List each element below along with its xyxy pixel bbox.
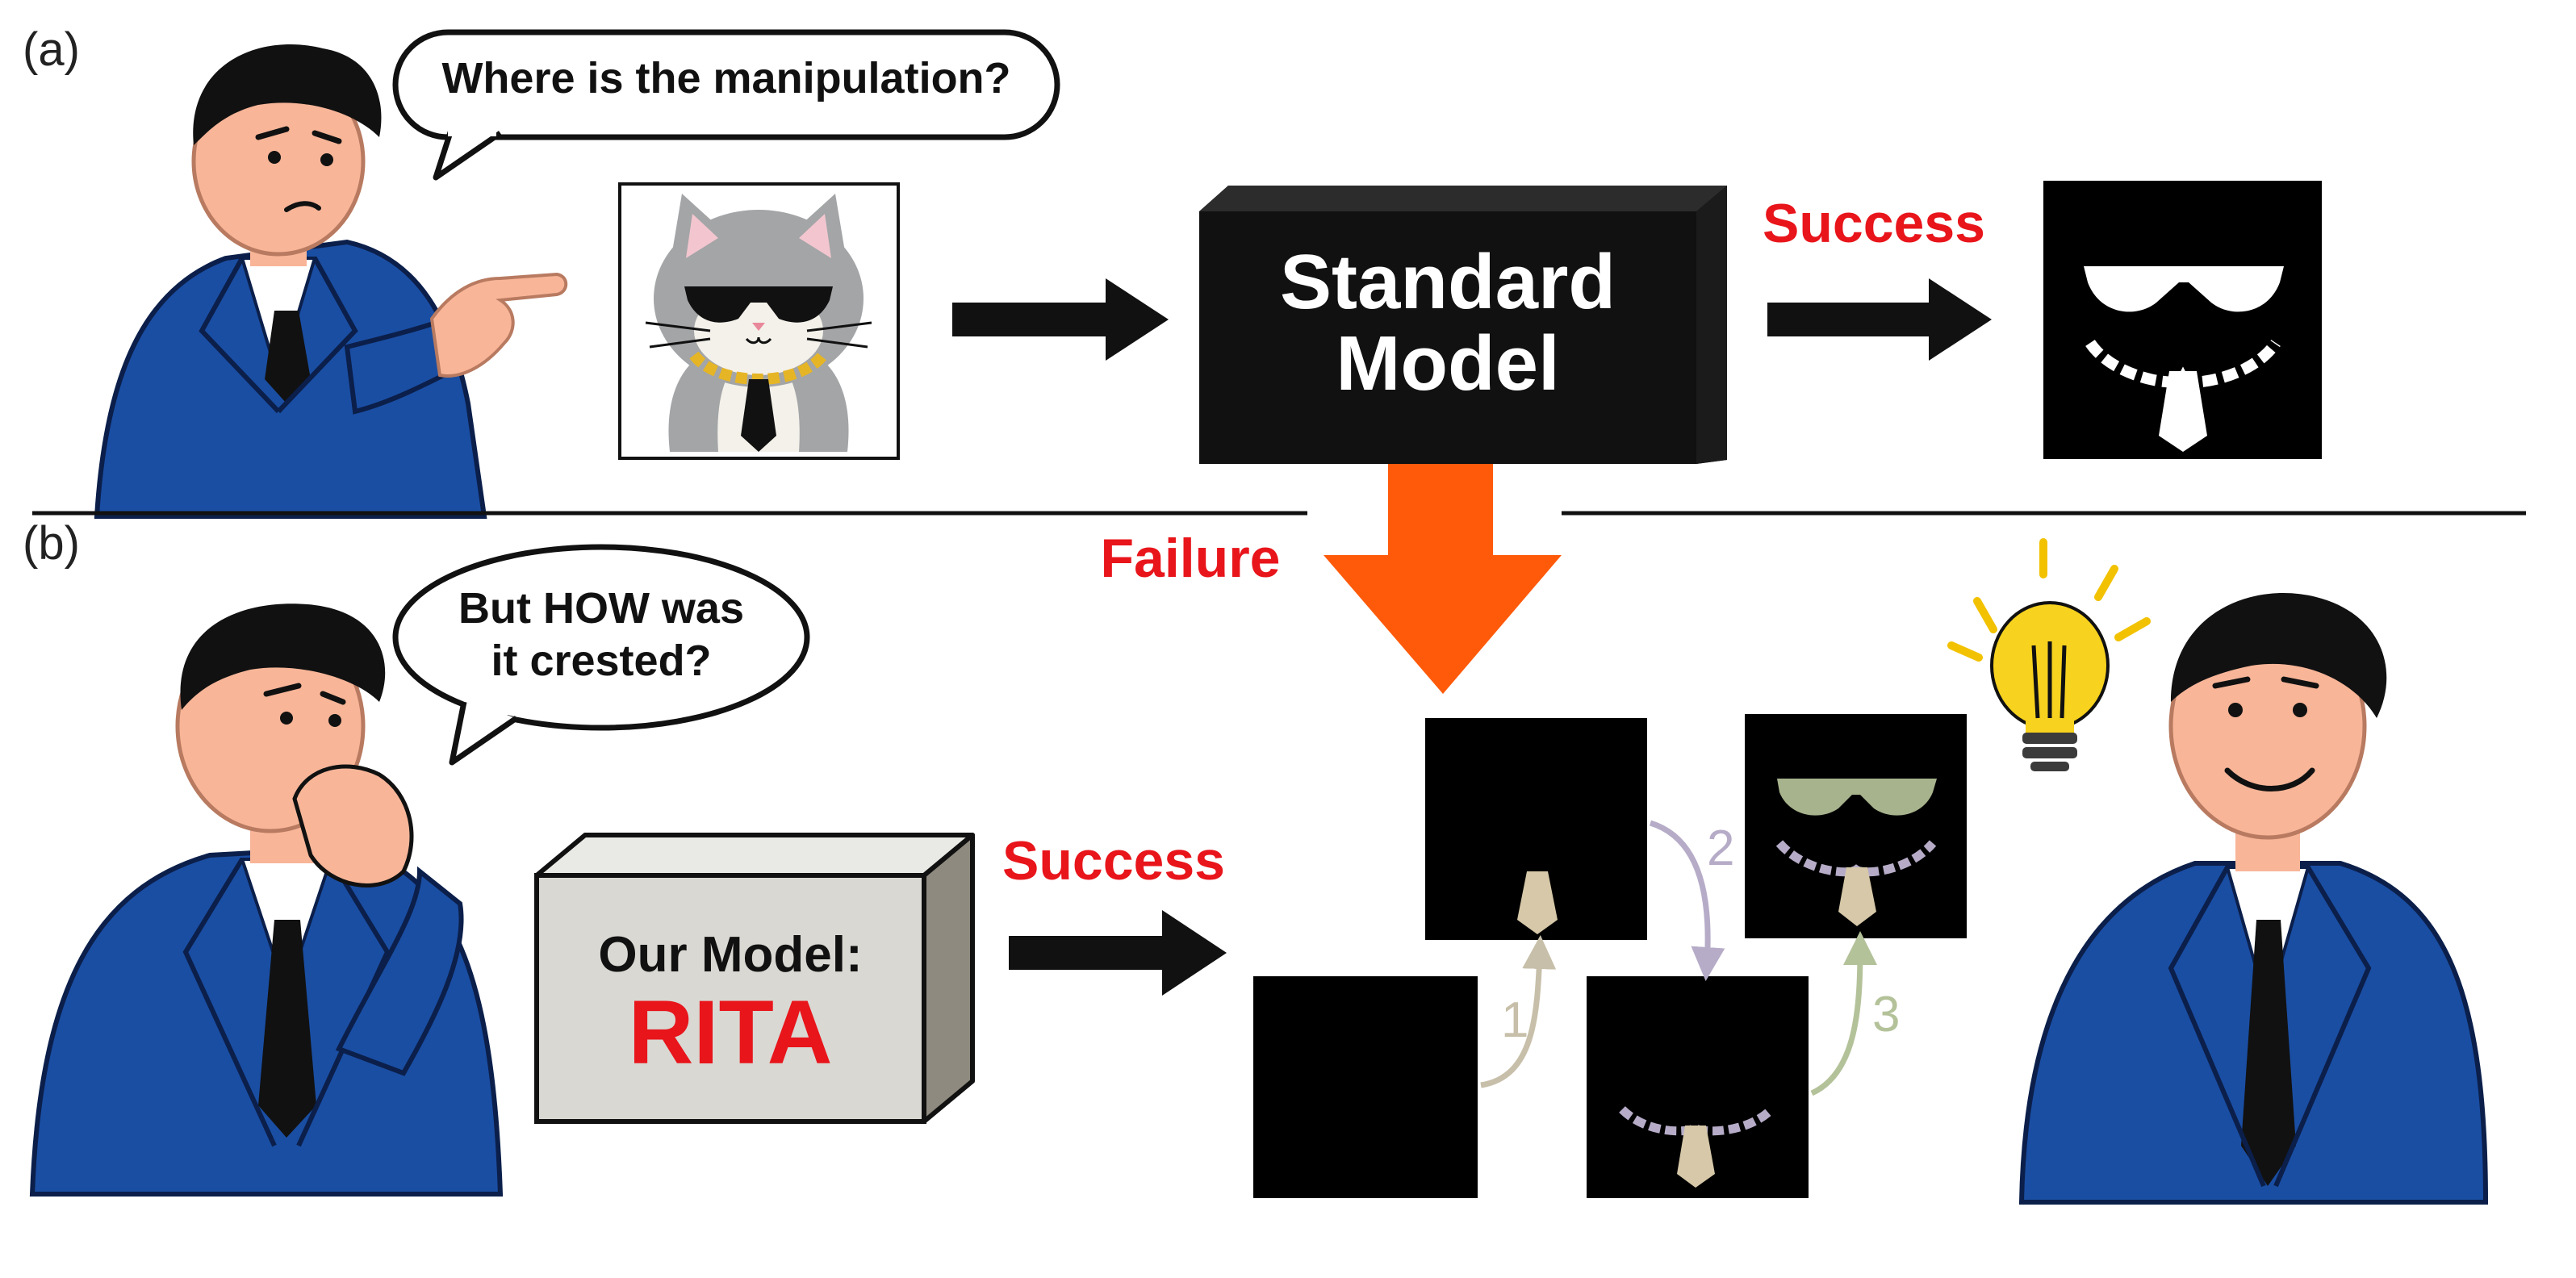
step-frame-3 bbox=[1745, 714, 1967, 938]
standard-model-label: Standard Model bbox=[1199, 239, 1696, 407]
rita-name: RITA bbox=[628, 982, 833, 1084]
step-number-3: 3 bbox=[1872, 987, 1900, 1042]
speech-text-b-line1: But HOW was bbox=[458, 584, 744, 633]
step-number-2: 2 bbox=[1707, 821, 1734, 876]
panel-a: Success bbox=[32, 29, 2526, 519]
step-arrow-2 bbox=[1649, 820, 1725, 981]
our-model-box bbox=[534, 833, 975, 1124]
arrow-rita-to-steps bbox=[1009, 910, 1227, 996]
our-model-label: Our Model: RITA bbox=[537, 927, 924, 1084]
person-smiling bbox=[2018, 593, 2489, 1205]
speech-bubble-b bbox=[392, 544, 810, 766]
success-label-b: Success bbox=[1002, 830, 1225, 892]
our-model-line1: Our Model: bbox=[598, 927, 863, 983]
failure-arrow bbox=[1324, 464, 1562, 694]
arrow-input-to-standard bbox=[952, 278, 1169, 361]
speech-text-b: But HOW was it crested? bbox=[404, 583, 799, 687]
standard-model-line1: Standard bbox=[1279, 239, 1616, 325]
panel-label-a: (a) bbox=[23, 23, 80, 76]
speech-text-b-line2: it crested? bbox=[491, 636, 712, 685]
cat-input-image bbox=[618, 182, 900, 460]
standard-model-line2: Model bbox=[1336, 320, 1560, 407]
speech-bubble-a bbox=[392, 29, 1060, 181]
step-frame-1 bbox=[1425, 718, 1647, 940]
person-thinking bbox=[29, 604, 504, 1197]
success-label-a: Success bbox=[1763, 193, 1985, 254]
step-number-1: 1 bbox=[1501, 992, 1528, 1048]
step-arrow-3 bbox=[1810, 931, 1877, 1096]
failure-label: Failure bbox=[1101, 528, 1281, 589]
speech-text-a: Where is the manipulation? bbox=[441, 54, 1011, 102]
arrow-standard-to-mask bbox=[1767, 278, 1992, 361]
panel-b: Success 1 2 3 bbox=[29, 538, 2489, 1205]
step-frame-2 bbox=[1587, 976, 1809, 1198]
mask-output-a bbox=[2043, 181, 2322, 459]
panel-label-b: (b) bbox=[23, 517, 80, 570]
lightbulb-icon bbox=[1947, 538, 2151, 771]
sunglasses-mask-icon bbox=[2084, 266, 2284, 312]
standard-model-box bbox=[1199, 186, 1727, 464]
person-pointing bbox=[94, 44, 568, 519]
step-arrow-1 bbox=[1480, 935, 1557, 1088]
step-frame-0 bbox=[1253, 976, 1478, 1198]
